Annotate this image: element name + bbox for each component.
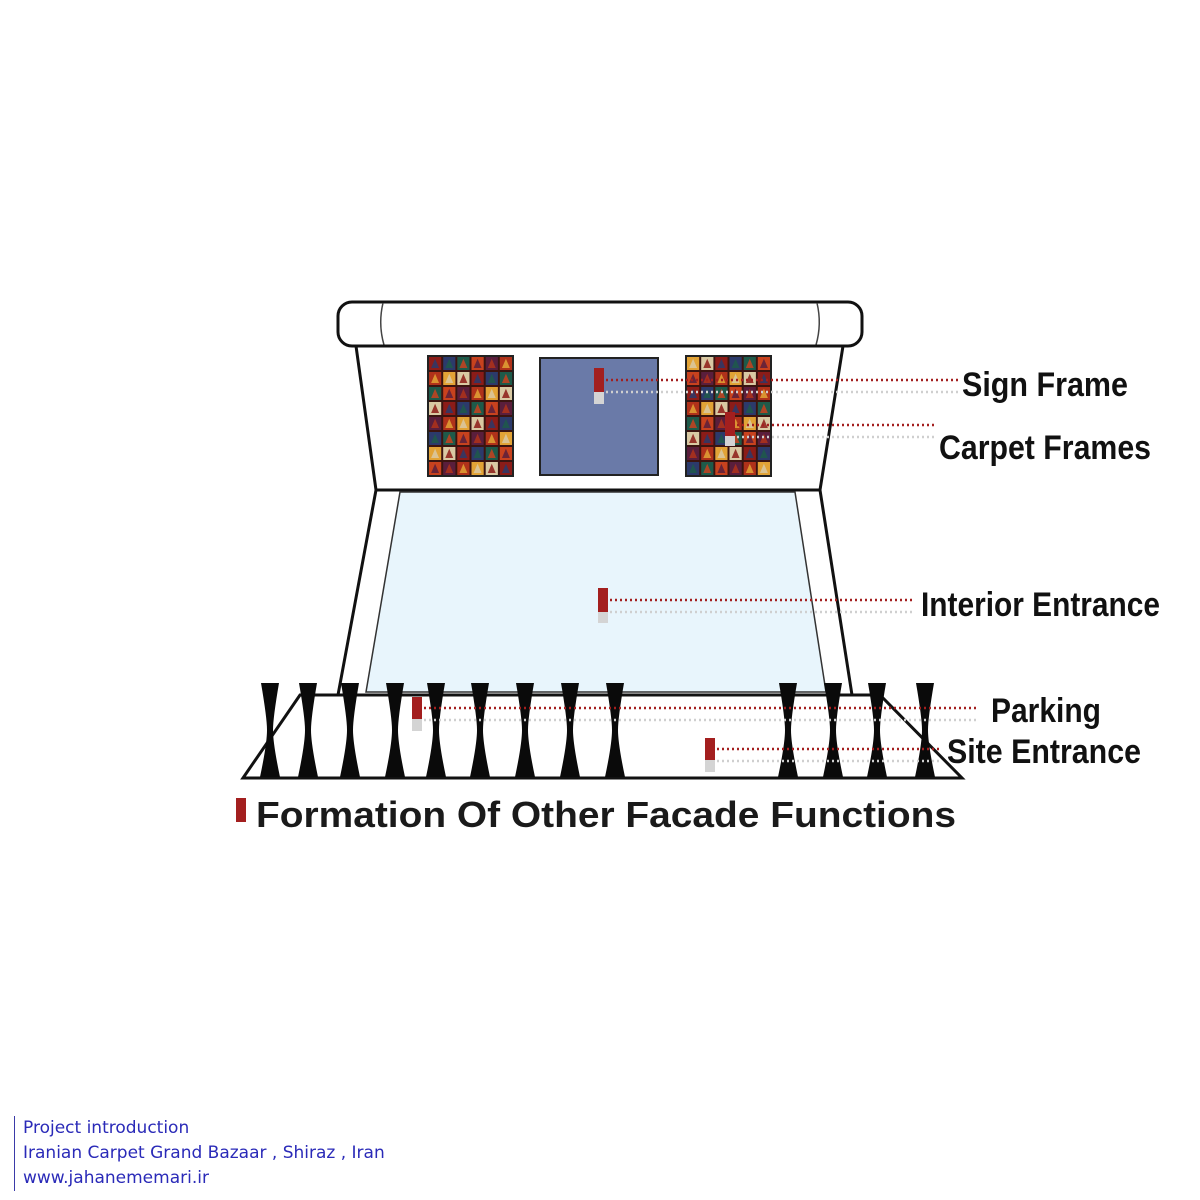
roof-canopy: [336, 300, 864, 348]
bollard: [560, 683, 580, 777]
bollard: [823, 683, 843, 777]
carpet-frame-left: [427, 355, 514, 477]
callout-parking: [412, 697, 978, 731]
legend-marker: [236, 798, 246, 822]
footer-line-project: Project introduction: [23, 1118, 190, 1138]
label-sign-frame: Sign Frame: [962, 366, 1128, 404]
legend-label: Formation Of Other Facade Functions: [256, 794, 956, 835]
callout-sign-frame: [594, 368, 958, 404]
bollard-row: [260, 683, 935, 777]
label-interior-entrance: Interior Entrance: [921, 586, 1160, 624]
footer-line-website[interactable]: www.jahanememari.ir: [23, 1168, 209, 1188]
label-site-entrance: Site Entrance: [947, 733, 1141, 771]
bollard: [778, 683, 798, 777]
bollard: [385, 683, 405, 777]
bollard: [340, 683, 360, 777]
lower-facade: [336, 488, 854, 697]
bollard: [470, 683, 490, 777]
callout-carpet-frames: [725, 412, 935, 446]
label-parking: Parking: [991, 692, 1101, 730]
legend: Formation Of Other Facade Functions: [236, 794, 956, 835]
bollard: [426, 683, 446, 777]
carpet-frame-right: [685, 355, 772, 477]
bollard: [515, 683, 535, 777]
bollard: [298, 683, 318, 777]
project-footer: Project introduction Iranian Carpet Gran…: [14, 1116, 385, 1191]
label-carpet-frames: Carpet Frames: [939, 429, 1151, 467]
bollard: [260, 683, 280, 777]
footer-line-title: Iranian Carpet Grand Bazaar , Shiraz , I…: [23, 1143, 385, 1163]
callout-interior-entrance: [598, 588, 912, 623]
bollard: [915, 683, 935, 777]
bollard: [867, 683, 887, 777]
bollard: [605, 683, 625, 777]
callout-site-entrance: [705, 738, 942, 772]
